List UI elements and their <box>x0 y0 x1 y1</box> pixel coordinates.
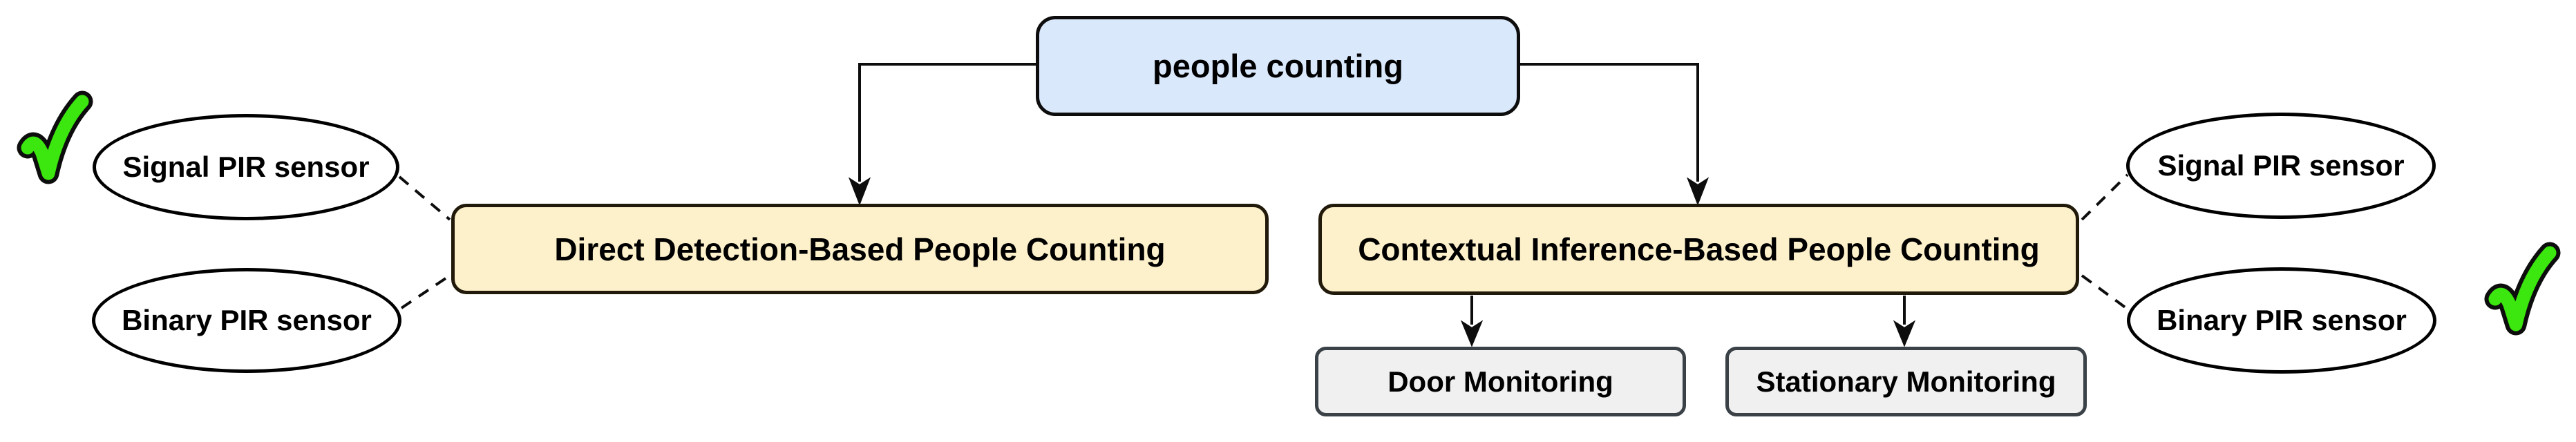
left-signal-label: Signal PIR sensor <box>122 151 370 183</box>
arrow-root-to-contextual <box>1520 63 1699 182</box>
arrowhead-direct <box>848 177 871 206</box>
ellipse-left-signal-pir: Signal PIR sensor <box>93 114 399 220</box>
arrow-root-to-direct <box>858 63 1036 182</box>
branch-contextual-label: Contextual Inference-Based People Counti… <box>1358 231 2040 267</box>
arrowhead-door <box>1460 320 1484 347</box>
right-signal-label: Signal PIR sensor <box>2157 149 2405 182</box>
dashed-link-left-binary <box>400 274 451 309</box>
ellipse-right-binary-pir: Binary PIR sensor <box>2127 267 2436 374</box>
leaf-node-stationary-monitoring: Stationary Monitoring <box>1725 347 2087 416</box>
arrowhead-contextual <box>1686 177 1710 206</box>
green-check-icon-right <box>2484 242 2561 336</box>
leaf-stationary-label: Stationary Monitoring <box>1756 365 2056 398</box>
branch-direct-label: Direct Detection-Based People Counting <box>554 231 1166 267</box>
right-binary-label: Binary PIR sensor <box>2157 304 2407 336</box>
leaf-door-label: Door Monitoring <box>1388 365 1613 398</box>
arrowhead-stationary <box>1893 320 1916 347</box>
dashed-link-left-signal <box>398 175 451 221</box>
ellipse-left-binary-pir: Binary PIR sensor <box>92 268 401 373</box>
dashed-link-right-binary <box>2081 274 2130 311</box>
left-binary-label: Binary PIR sensor <box>122 304 372 336</box>
green-check-icon-left <box>17 90 93 184</box>
ellipse-right-signal-pir: Signal PIR sensor <box>2126 113 2436 219</box>
branch-node-contextual-inference: Contextual Inference-Based People Counti… <box>1318 204 2079 295</box>
dashed-link-right-signal <box>2081 173 2129 221</box>
leaf-node-door-monitoring: Door Monitoring <box>1315 347 1686 416</box>
root-node-label: people counting <box>1153 48 1403 84</box>
root-node-people-counting: people counting <box>1036 16 1520 116</box>
branch-node-direct-detection: Direct Detection-Based People Counting <box>451 204 1269 294</box>
